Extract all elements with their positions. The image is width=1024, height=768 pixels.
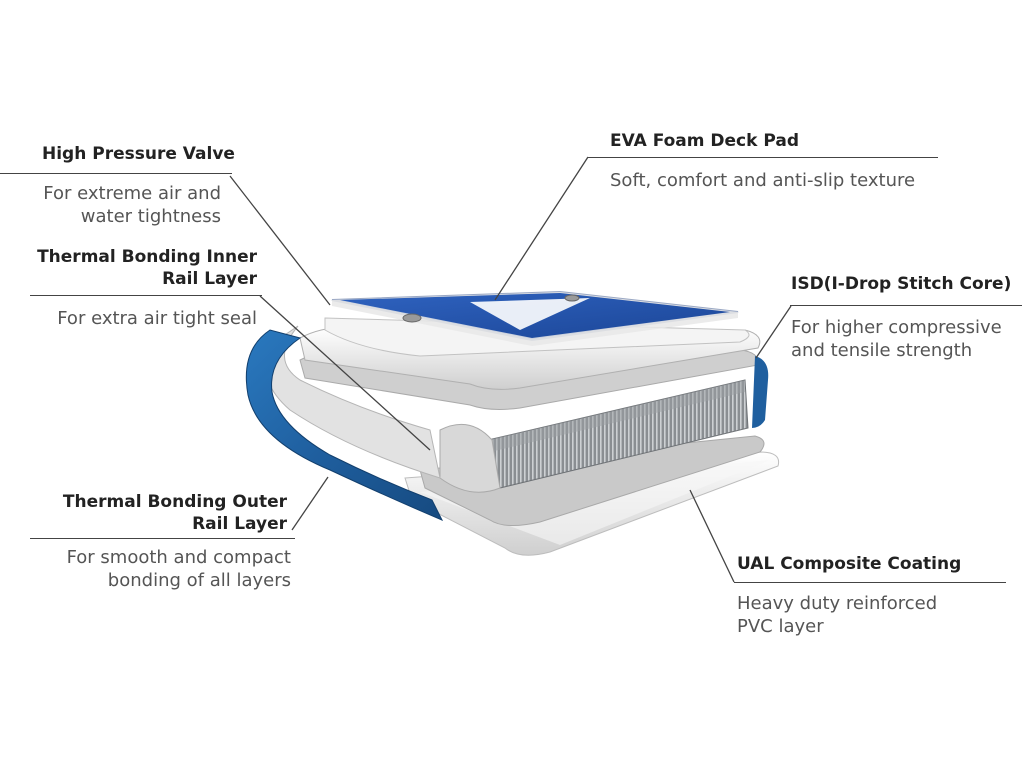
coating-rule — [734, 582, 1006, 583]
deck-pad-desc: Soft, comfort and anti-slip texture — [610, 170, 916, 191]
outer-rail-desc-line2: bonding of all layers — [107, 570, 291, 591]
deck-pad-description: Soft, comfort and anti-slip texture — [610, 169, 915, 192]
valve-desc-line2: water tightness — [80, 206, 221, 227]
coating-title: UAL Composite Coating — [737, 554, 962, 574]
valve-callout: High Pressure Valve — [42, 143, 235, 165]
valve-icon — [402, 313, 422, 323]
drop-stitch-callout: ISD(I-Drop Stitch Core) — [791, 273, 1011, 295]
valve-title: High Pressure Valve — [42, 144, 235, 164]
inner-rail-title-line2: Rail Layer — [162, 269, 257, 289]
lower-pvc-layer — [419, 435, 765, 526]
valve-rule — [0, 173, 232, 174]
outer-rail-description: For smooth and compact bonding of all la… — [67, 546, 291, 592]
outer-rail-title-line1: Thermal Bonding Outer — [62, 492, 287, 512]
drop-stitch-title: ISD(I-Drop Stitch Core) — [791, 274, 1012, 294]
inner-rail-desc: For extra air tight seal — [57, 308, 257, 329]
outer-rail-callout: Thermal Bonding Outer Rail Layer — [63, 491, 287, 535]
outer-rail-layer — [245, 329, 444, 521]
inner-rail-rule — [30, 295, 262, 296]
coating-callout: UAL Composite Coating — [737, 553, 961, 575]
drop-stitch-desc-line2: and tensile strength — [791, 340, 973, 361]
outer-rail-rule — [30, 538, 295, 539]
inner-rail-layer — [265, 325, 441, 479]
inner-rail-callout: Thermal Bonding Inner Rail Layer — [37, 246, 257, 290]
drop-stitch-desc-line1: For higher compressive — [791, 317, 1002, 338]
coating-description: Heavy duty reinforced PVC layer — [737, 592, 937, 638]
deck-pad-title: EVA Foam Deck Pad — [610, 131, 799, 151]
outer-rail-title-line2: Rail Layer — [192, 514, 287, 534]
leader-line — [229, 156, 792, 583]
inner-rail-description: For extra air tight seal — [57, 307, 257, 330]
inner-rail-title-line1: Thermal Bonding Inner — [37, 247, 257, 267]
valve-desc-line1: For extreme air and — [43, 183, 221, 204]
drop-stitch-description: For higher compressive and tensile stren… — [791, 316, 1002, 362]
outer-rail-desc-line1: For smooth and compact — [66, 547, 291, 568]
coating-desc-line1: Heavy duty reinforced — [737, 593, 938, 614]
drop-stitch-rule — [790, 305, 1022, 306]
coating-desc-line2: PVC layer — [737, 616, 824, 637]
valve-description: For extreme air and water tightness — [43, 182, 221, 228]
deck-pad-callout: EVA Foam Deck Pad — [610, 130, 799, 152]
deck-pad-rule — [588, 157, 938, 158]
